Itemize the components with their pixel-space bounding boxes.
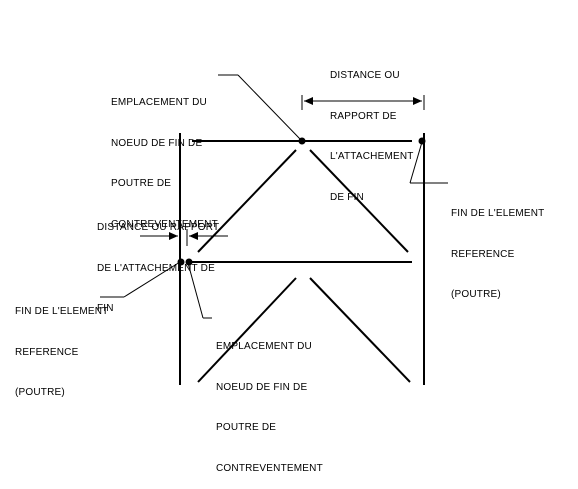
label-line: REFERENCE <box>15 346 79 358</box>
label-bottom-location: EMPLACEMENT DU NOEUD DE FIN DE POUTRE DE… <box>216 313 323 489</box>
label-line: POUTRE DE <box>111 178 172 189</box>
lower-brace-node <box>185 258 193 266</box>
label-line: L'ATTACHEMENT <box>330 151 414 162</box>
label-line: (POUTRE) <box>15 387 65 398</box>
label-line: NOEUD DE FIN DE <box>216 381 308 393</box>
label-line: DE L'ATTACHEMENT DE <box>97 262 215 274</box>
label-bottom-reference-end: FIN DE L'ELEMENT REFERENCE (POUTRE) <box>15 278 108 413</box>
diagram-canvas <box>100 74 448 385</box>
label-line: DISTANCE OU <box>330 70 400 81</box>
mid-dimension-arrowhead-right <box>189 232 198 240</box>
lower-reference-end-node <box>177 258 185 266</box>
label-line: REFERENCE <box>451 248 515 260</box>
label-line: FIN DE L'ELEMENT <box>15 306 109 317</box>
leader-right-reference <box>409 141 423 184</box>
label-top-right-distance: DISTANCE OU RAPPORT DE L'ATTACHEMENT DE … <box>330 42 414 218</box>
label-line: EMPLACEMENT DU <box>216 341 312 352</box>
label-line: EMPLACEMENT DU <box>111 97 207 108</box>
label-top-location: EMPLACEMENT DU NOEUD DE FIN DE POUTRE DE… <box>111 69 218 245</box>
label-line: CONTREVENTEMENT <box>216 462 323 474</box>
upper-brace-left <box>197 149 297 253</box>
label-line: POUTRE DE <box>216 422 277 433</box>
label-line: DISTANCE OU RAPPORT <box>97 222 220 233</box>
upper-brace-right <box>309 149 409 253</box>
upper-brace-node <box>298 137 306 145</box>
label-mid-distance: DISTANCE OU RAPPORT DE L'ATTACHEMENT DE … <box>97 194 219 329</box>
label-line: RAPPORT DE <box>330 110 397 122</box>
label-line: DE FIN <box>330 191 364 203</box>
leader-bottom-location <box>187 262 204 319</box>
label-line: FIN DE L'ELEMENT <box>451 208 545 219</box>
label-line: FIN <box>97 303 114 314</box>
label-right-reference-end: FIN DE L'ELEMENT REFERENCE (POUTRE) <box>451 180 544 315</box>
leader-bottom-reference <box>123 261 181 298</box>
label-line: CONTREVENTEMENT <box>111 218 218 230</box>
leader-top-location-diag <box>237 74 302 141</box>
label-line: NOEUD DE FIN DE <box>111 137 203 149</box>
upper-reference-end-node <box>418 137 426 145</box>
mid-dimension-arrowhead-left <box>169 232 178 240</box>
top-dimension-arrowhead-right <box>413 97 422 105</box>
top-dimension-arrowhead-left <box>304 97 313 105</box>
lower-brace-right <box>309 277 411 383</box>
label-line: (POUTRE) <box>451 289 501 300</box>
lower-brace-left <box>197 277 297 383</box>
